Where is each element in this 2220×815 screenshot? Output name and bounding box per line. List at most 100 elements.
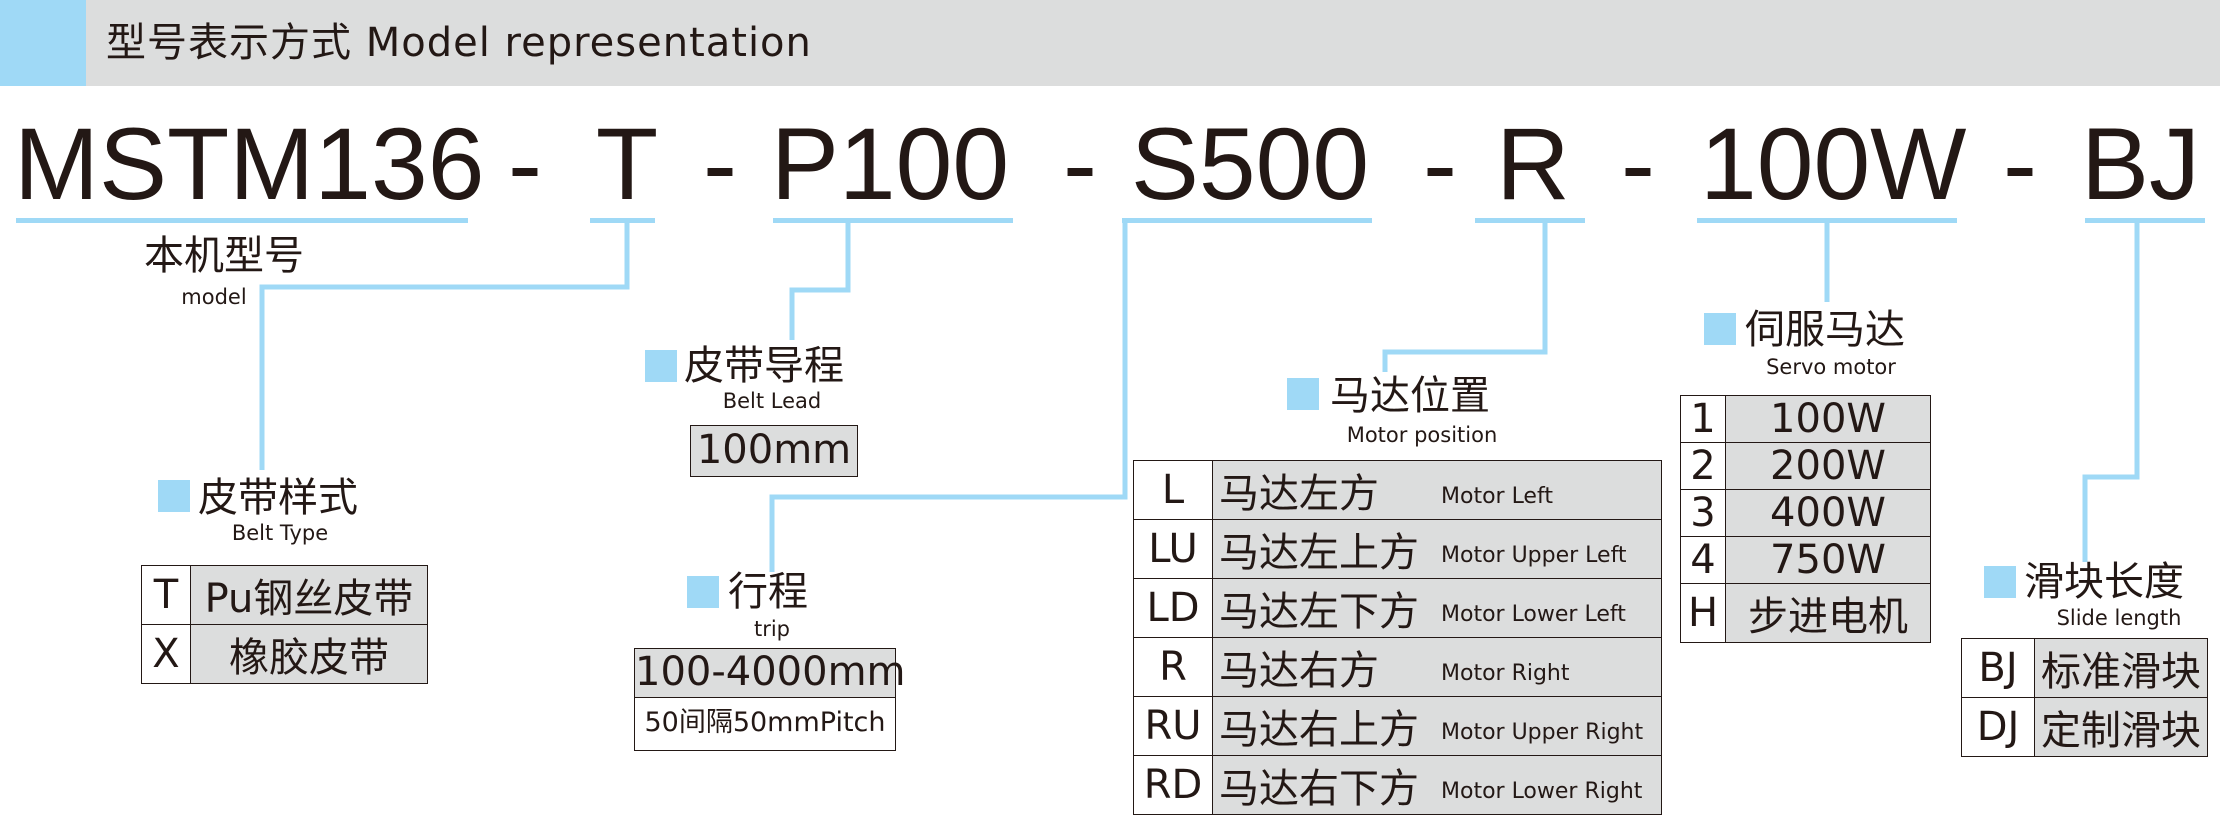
table-row: LD 马达左下方 Motor Lower Left [1133,578,1662,638]
code-model: MSTM136 [14,107,485,221]
motor-position-key: L [1133,460,1213,520]
connector-slide-length [2082,222,2140,562]
code-separator: - [1621,107,1655,221]
trip-range: 100-4000mm [634,648,906,698]
code-trip: S500 [1130,107,1370,221]
motor-position-en: Motor Lower Left [1441,601,1626,627]
servo-motor-value: 200W [1725,442,1931,490]
header-bar [0,0,2220,86]
servo-motor-key: 2 [1680,442,1726,490]
trip-label-zh: 行程 [728,569,808,615]
underline-model [16,218,468,223]
belt-type-value: 橡胶皮带 [190,624,428,684]
page-title: 型号表示方式 Model representation [106,20,812,66]
code-belt-lead: P100 [770,107,1010,221]
code-separator: - [703,107,737,221]
motor-position-en: Motor Upper Right [1441,719,1644,745]
underline-belt-lead [773,218,1013,223]
underline-motor-position [1475,218,1585,223]
table-row: RD 马达右下方 Motor Lower Right [1133,755,1662,815]
underline-servo-motor [1697,218,1957,223]
code-separator: - [2003,107,2037,221]
code-separator: - [1063,107,1097,221]
code-belt-type: T [595,107,659,221]
slide-length-key: DJ [1961,697,2035,757]
model-label-en: model [181,285,247,309]
slide-length-label-en: Slide length [2056,606,2182,630]
belt-type-key: X [141,624,191,684]
motor-position-zh: 马达右下方 [1219,766,1419,812]
table-row: X 橡胶皮带 [141,624,428,684]
belt-lead-label-en: Belt Lead [722,389,822,413]
table-row: 4 750W [1680,536,1931,584]
belt-type-key: T [141,565,191,625]
table-row: T Pu钢丝皮带 [141,565,428,625]
slide-length-value: 定制滑块 [2034,697,2208,757]
slide-length-value: 标准滑块 [2034,638,2208,698]
motor-position-zh: 马达左方 [1219,471,1379,517]
motor-position-zh: 马达右上方 [1219,707,1419,753]
motor-position-marker [1287,378,1319,410]
belt-lead-marker [645,350,677,382]
belt-type-label-en: Belt Type [231,521,329,545]
table-row: BJ 标准滑块 [1961,638,2208,698]
table-row: DJ 定制滑块 [1961,697,2208,757]
motor-position-key: RU [1133,696,1213,756]
servo-motor-label-en: Servo motor [1766,355,1896,379]
header-accent-block [0,0,86,86]
slide-length-key: BJ [1961,638,2035,698]
trip-pitch: 50间隔50mmPitch [634,697,896,751]
motor-position-label-zh: 马达位置 [1330,373,1490,419]
underline-slide-length [2085,218,2205,223]
connector-lines [259,222,2140,572]
table-row: R 马达右方 Motor Right [1133,637,1662,697]
motor-position-key: LD [1133,578,1213,638]
belt-lead-label-zh: 皮带导程 [684,343,844,389]
table-row: L 马达左方 Motor Left [1133,460,1662,520]
belt-type-value: Pu钢丝皮带 [190,565,428,625]
connector-belt-lead [789,222,851,340]
servo-motor-value: 步进电机 [1725,583,1931,643]
slide-length-marker [1984,566,2016,598]
code-slide-length: BJ [2080,107,2201,221]
motor-position-key: LU [1133,519,1213,579]
connector-trip [769,222,1128,572]
underline-trip [1122,218,1372,223]
servo-motor-key: 1 [1680,395,1726,443]
trip-label-en: trip [753,617,791,641]
servo-motor-table: 1 100W 2 200W 3 400W 4 750W H 步进电机 [1680,395,1931,643]
motor-position-en: Motor Left [1441,483,1553,509]
connector-motor-position [1382,222,1548,372]
motor-position-zh: 马达右方 [1219,648,1379,694]
slide-length-table: BJ 标准滑块 DJ 定制滑块 [1961,638,2208,757]
servo-motor-key: 4 [1680,536,1726,584]
table-row: 2 200W [1680,442,1931,490]
motor-position-zh: 马达左上方 [1219,530,1419,576]
connector-belt-type [259,222,630,470]
belt-type-marker [158,480,190,512]
motor-position-zh: 马达左下方 [1219,589,1419,635]
motor-position-label-en: Motor position [1346,423,1498,447]
motor-position-key: R [1133,637,1213,697]
servo-motor-value: 750W [1725,536,1931,584]
code-separator: - [1423,107,1457,221]
belt-type-label-zh: 皮带样式 [198,475,358,521]
motor-position-key: RD [1133,755,1213,815]
belt-lead-value: 100mm [690,425,858,477]
motor-position-en: Motor Lower Right [1441,778,1643,804]
model-label-zh: 本机型号 [144,233,304,279]
trip-marker [687,576,719,608]
table-row: H 步进电机 [1680,583,1931,643]
table-row: RU 马达右上方 Motor Upper Right [1133,696,1662,756]
belt-type-table: T Pu钢丝皮带 X 橡胶皮带 [141,565,428,684]
underline-belt-type [590,218,655,223]
servo-motor-value: 100W [1725,395,1931,443]
code-servo-motor: 100W [1700,107,1967,221]
slide-length-label-zh: 滑块长度 [2024,559,2184,605]
table-row: 3 400W [1680,489,1931,537]
code-motor-position: R [1496,107,1570,221]
servo-motor-key: H [1680,583,1726,643]
motor-position-en: Motor Right [1441,660,1570,686]
